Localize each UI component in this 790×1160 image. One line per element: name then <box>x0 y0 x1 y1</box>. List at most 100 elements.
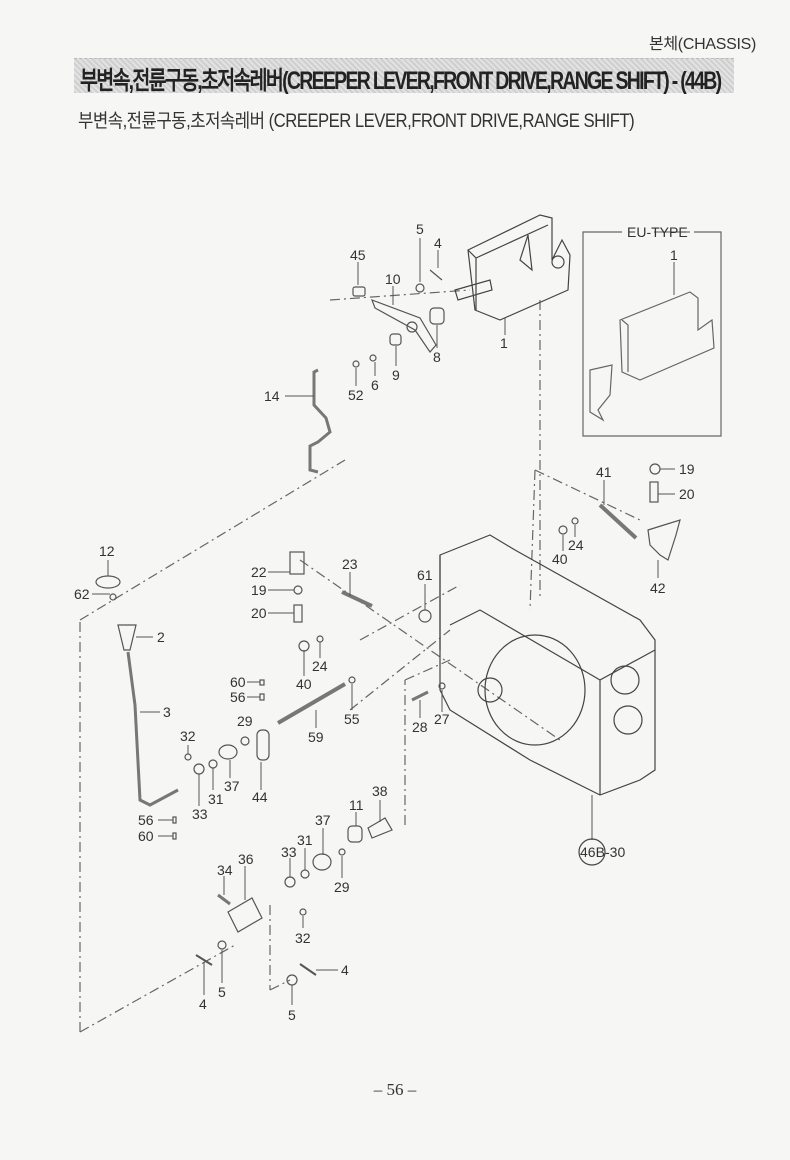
callout: 36 <box>238 851 254 867</box>
ball-part-19 <box>649 463 661 475</box>
eu-type-inset <box>582 231 722 437</box>
callout: 4 <box>434 235 442 251</box>
callout: 42 <box>650 580 666 596</box>
pin-part-38 <box>367 817 393 839</box>
bracket-part-1 <box>454 214 571 321</box>
ball-part-19-m <box>293 585 303 595</box>
pin-part-34 <box>217 893 231 906</box>
clip-part-6 <box>369 354 377 362</box>
assembly-lines <box>79 289 641 1033</box>
transmission-case <box>439 534 656 796</box>
callout: 20 <box>679 486 695 502</box>
washer-part-5-b2 <box>286 974 298 986</box>
banner-title: 부변속,전륜구동,초저속레버(CREEPER LEVER,FRONT DRIVE… <box>80 67 722 95</box>
fork-part-42 <box>647 519 681 561</box>
callout: 2 <box>157 629 165 645</box>
screw-part-62 <box>109 593 117 601</box>
callout: 52 <box>348 387 364 403</box>
callout: 61 <box>417 567 433 583</box>
callout: 23 <box>342 556 358 572</box>
callout: 1 <box>500 335 508 351</box>
ring-part-29-a <box>240 736 250 746</box>
reference-suffix: -30 <box>605 844 625 860</box>
callout: 12 <box>99 543 115 559</box>
callout: 56 <box>138 812 154 828</box>
spring-part-20-m <box>293 604 303 623</box>
cam-part-37-b <box>312 853 332 871</box>
callout: 19 <box>251 582 267 598</box>
washer-part-27 <box>438 682 446 690</box>
callouts: 5 4 45 10 1 8 9 6 52 14 EU-TYPE 1 41 19 … <box>74 221 695 1023</box>
washer-part-24-r <box>571 517 579 525</box>
plate-part-12 <box>95 575 121 589</box>
callout: 27 <box>434 711 450 727</box>
collar-part-11 <box>347 825 363 843</box>
bolt-part-32-b <box>299 908 307 916</box>
callout: 37 <box>224 778 240 794</box>
callout: 32 <box>295 930 311 946</box>
callout: 56 <box>230 689 246 705</box>
reference-circle-label: 46B <box>580 844 605 860</box>
callout: 24 <box>568 537 584 553</box>
callout: 9 <box>392 367 400 383</box>
lever-part-3 <box>126 651 179 807</box>
washer-part-5 <box>415 283 425 293</box>
bushing-part-31-b <box>300 869 310 879</box>
washer-part-5-b1 <box>217 940 227 950</box>
bushing-part-31-a <box>208 759 218 769</box>
callout: 62 <box>74 586 90 602</box>
bolt-part-40-m <box>298 640 310 652</box>
callout: 33 <box>192 806 208 822</box>
callout: 45 <box>350 247 366 263</box>
callout: 1 <box>670 247 678 263</box>
callout: 40 <box>552 551 568 567</box>
callout: 31 <box>208 791 224 807</box>
callout: 34 <box>217 862 233 878</box>
eu-type-label: EU-TYPE <box>627 224 688 240</box>
callout: 55 <box>344 711 360 727</box>
pin-part-4-b1 <box>195 954 213 966</box>
callout: 5 <box>416 221 424 237</box>
callout: 60 <box>230 674 246 690</box>
part-45 <box>352 286 366 297</box>
spring-part-20 <box>649 481 659 503</box>
reference-circle <box>578 838 606 866</box>
callout: 28 <box>412 719 428 735</box>
rod-part-14 <box>308 368 332 474</box>
callout: 8 <box>433 349 441 365</box>
fork-part-36 <box>227 897 263 933</box>
pin-part-4-b2 <box>299 963 317 976</box>
callout: 37 <box>315 812 331 828</box>
callout: 4 <box>199 996 207 1012</box>
callout: 29 <box>237 713 253 729</box>
callout: 32 <box>180 728 196 744</box>
bolt-part-28 <box>411 690 429 702</box>
ring-part-29-b <box>338 848 346 856</box>
part-60-b <box>172 832 177 840</box>
ring-part-55 <box>348 676 356 684</box>
bolt-part-40-r <box>558 525 568 535</box>
leader-lines <box>92 231 690 1005</box>
callout: 20 <box>251 605 267 621</box>
collar-part-9 <box>389 333 402 346</box>
callout: 31 <box>297 832 313 848</box>
callout: 41 <box>596 464 612 480</box>
callout: 29 <box>334 879 350 895</box>
lever-part-10 <box>370 298 437 353</box>
callout: 59 <box>308 729 324 745</box>
callout: 3 <box>163 704 171 720</box>
part-56-a <box>259 693 265 701</box>
arm-part-44 <box>256 729 270 761</box>
callout: 22 <box>251 564 267 580</box>
washer-part-33-b <box>284 876 296 888</box>
collar-part-8 <box>429 307 445 325</box>
callout: 4 <box>341 962 349 978</box>
washer-part-33-a <box>193 763 205 775</box>
callout: 14 <box>264 388 280 404</box>
callout: 10 <box>385 271 401 287</box>
knob-part-2 <box>117 624 137 651</box>
shaft-part-59 <box>276 682 347 725</box>
page-subtitle: 부변속,전륜구동,초저속레버 (CREEPER LEVER,FRONT DRIV… <box>78 111 635 132</box>
pin-part-4 <box>429 269 443 281</box>
cam-part-37-a <box>218 744 238 760</box>
